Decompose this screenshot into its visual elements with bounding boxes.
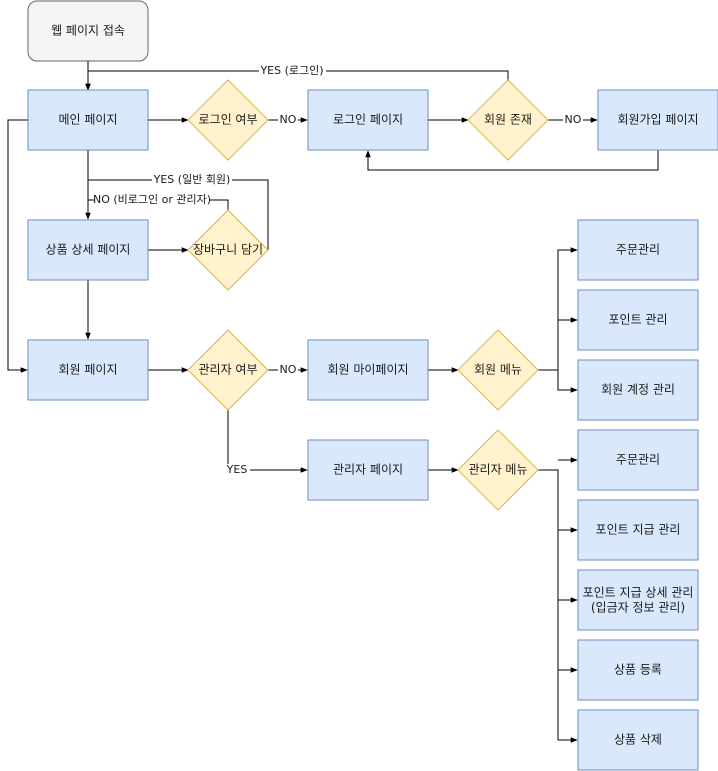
product-detail-label: 상품 상세 페이지 (46, 243, 131, 257)
label-no-member: NO (563, 113, 583, 127)
admin-menu-label: 관리자 메뉴 (468, 463, 527, 477)
admin-point-detail-node[interactable]: 포인트 지급 상세 관리 (입금자 정보 관리) (577, 569, 699, 631)
label-yes-login: YES (로그인) (259, 64, 326, 77)
admin-check-label: 관리자 여부 (198, 363, 257, 377)
admin-point-detail-label-line2: (입금자 정보 관리) (591, 601, 685, 615)
admin-point-pay-node[interactable]: 포인트 지급 관리 (577, 499, 699, 561)
main-page-label: 메인 페이지 (58, 113, 117, 127)
label-no-guest-admin: NO (비로그인 or 관리자) (93, 193, 211, 206)
admin-product-del-node[interactable]: 상품 삭제 (577, 709, 699, 771)
admin-page-node[interactable]: 관리자 페이지 (307, 439, 429, 501)
admin-order-label: 주문관리 (616, 453, 660, 467)
label-no-login: NO (278, 113, 298, 127)
member-exists-label: 회원 존재 (484, 113, 532, 127)
member-page-node[interactable]: 회원 페이지 (27, 339, 149, 401)
label-no-member-text: NO (565, 113, 582, 126)
member-account-node[interactable]: 회원 계정 관리 (577, 359, 699, 421)
edge-member-menu-order (557, 247, 578, 370)
member-order-node[interactable]: 주문관리 (577, 219, 699, 281)
edge-labels: YES (로그인) NO NO YES (일반 회원) NO (비로그인 or … (93, 64, 583, 477)
label-no-login-text: NO (280, 113, 297, 126)
login-page-label: 로그인 페이지 (333, 113, 403, 127)
login-check-label: 로그인 여부 (198, 113, 257, 127)
label-yes-general-text: YES (일반 회원) (153, 172, 231, 186)
admin-product-add-node[interactable]: 상품 등록 (577, 639, 699, 701)
login-check-diamond[interactable]: 로그인 여부 (187, 79, 269, 161)
member-account-label: 회원 계정 관리 (601, 383, 675, 397)
label-yes-admin-text: YES (226, 463, 248, 476)
label-no-admin: NO (278, 363, 298, 377)
admin-product-del-label: 상품 삭제 (614, 733, 662, 747)
start-node-label: 웹 페이지 접속 (51, 24, 125, 38)
admin-point-pay-label: 포인트 지급 관리 (596, 523, 681, 537)
label-yes-login-text: YES (로그인) (259, 64, 323, 77)
admin-product-add-label: 상품 등록 (614, 663, 662, 677)
admin-point-detail-label-line1: 포인트 지급 상세 관리 (583, 586, 694, 600)
edge-admin-menu-trunk (538, 469, 559, 740)
my-page-node[interactable]: 회원 마이페이지 (307, 339, 429, 401)
member-exists-diamond[interactable]: 회원 존재 (467, 79, 549, 161)
signup-page-label: 회원가입 페이지 (617, 113, 698, 127)
admin-menu-diamond[interactable]: 관리자 메뉴 (457, 429, 539, 511)
admin-order-node[interactable]: 주문관리 (577, 429, 699, 491)
add-cart-diamond[interactable]: 장바구니 담기 (187, 209, 269, 291)
admin-page-label: 관리자 페이지 (333, 463, 403, 477)
member-page-label: 회원 페이지 (58, 363, 117, 377)
edge-signup-to-login (365, 150, 659, 171)
product-detail-node[interactable]: 상품 상세 페이지 (27, 219, 149, 281)
label-yes-admin: YES (225, 463, 250, 477)
edge-main-to-member-page (7, 119, 28, 373)
label-no-guest-admin-text: NO (비로그인 or 관리자) (93, 193, 211, 206)
main-page-node[interactable]: 메인 페이지 (27, 89, 149, 151)
add-cart-label: 장바구니 담기 (193, 243, 263, 257)
nodes: 웹 페이지 접속 메인 페이지 로그인 여부 로그인 페이지 회원 존재 회원가… (27, 0, 718, 771)
edge-yes-admin (227, 410, 308, 473)
edge-member-menu-account (557, 370, 578, 393)
my-page-label: 회원 마이페이지 (327, 363, 408, 377)
label-no-admin-text: NO (280, 363, 297, 376)
label-yes-general: YES (일반 회원) (152, 172, 232, 186)
admin-check-diamond[interactable]: 관리자 여부 (187, 329, 269, 411)
signup-page-node[interactable]: 회원가입 페이지 (597, 89, 718, 151)
start-node[interactable]: 웹 페이지 접속 (27, 0, 149, 62)
login-page-node[interactable]: 로그인 페이지 (307, 89, 429, 151)
member-menu-diamond[interactable]: 회원 메뉴 (457, 329, 539, 411)
member-point-node[interactable]: 포인트 관리 (577, 289, 699, 351)
member-point-label: 포인트 관리 (608, 313, 667, 327)
member-menu-label: 회원 메뉴 (474, 363, 522, 377)
member-order-label: 주문관리 (616, 243, 660, 257)
